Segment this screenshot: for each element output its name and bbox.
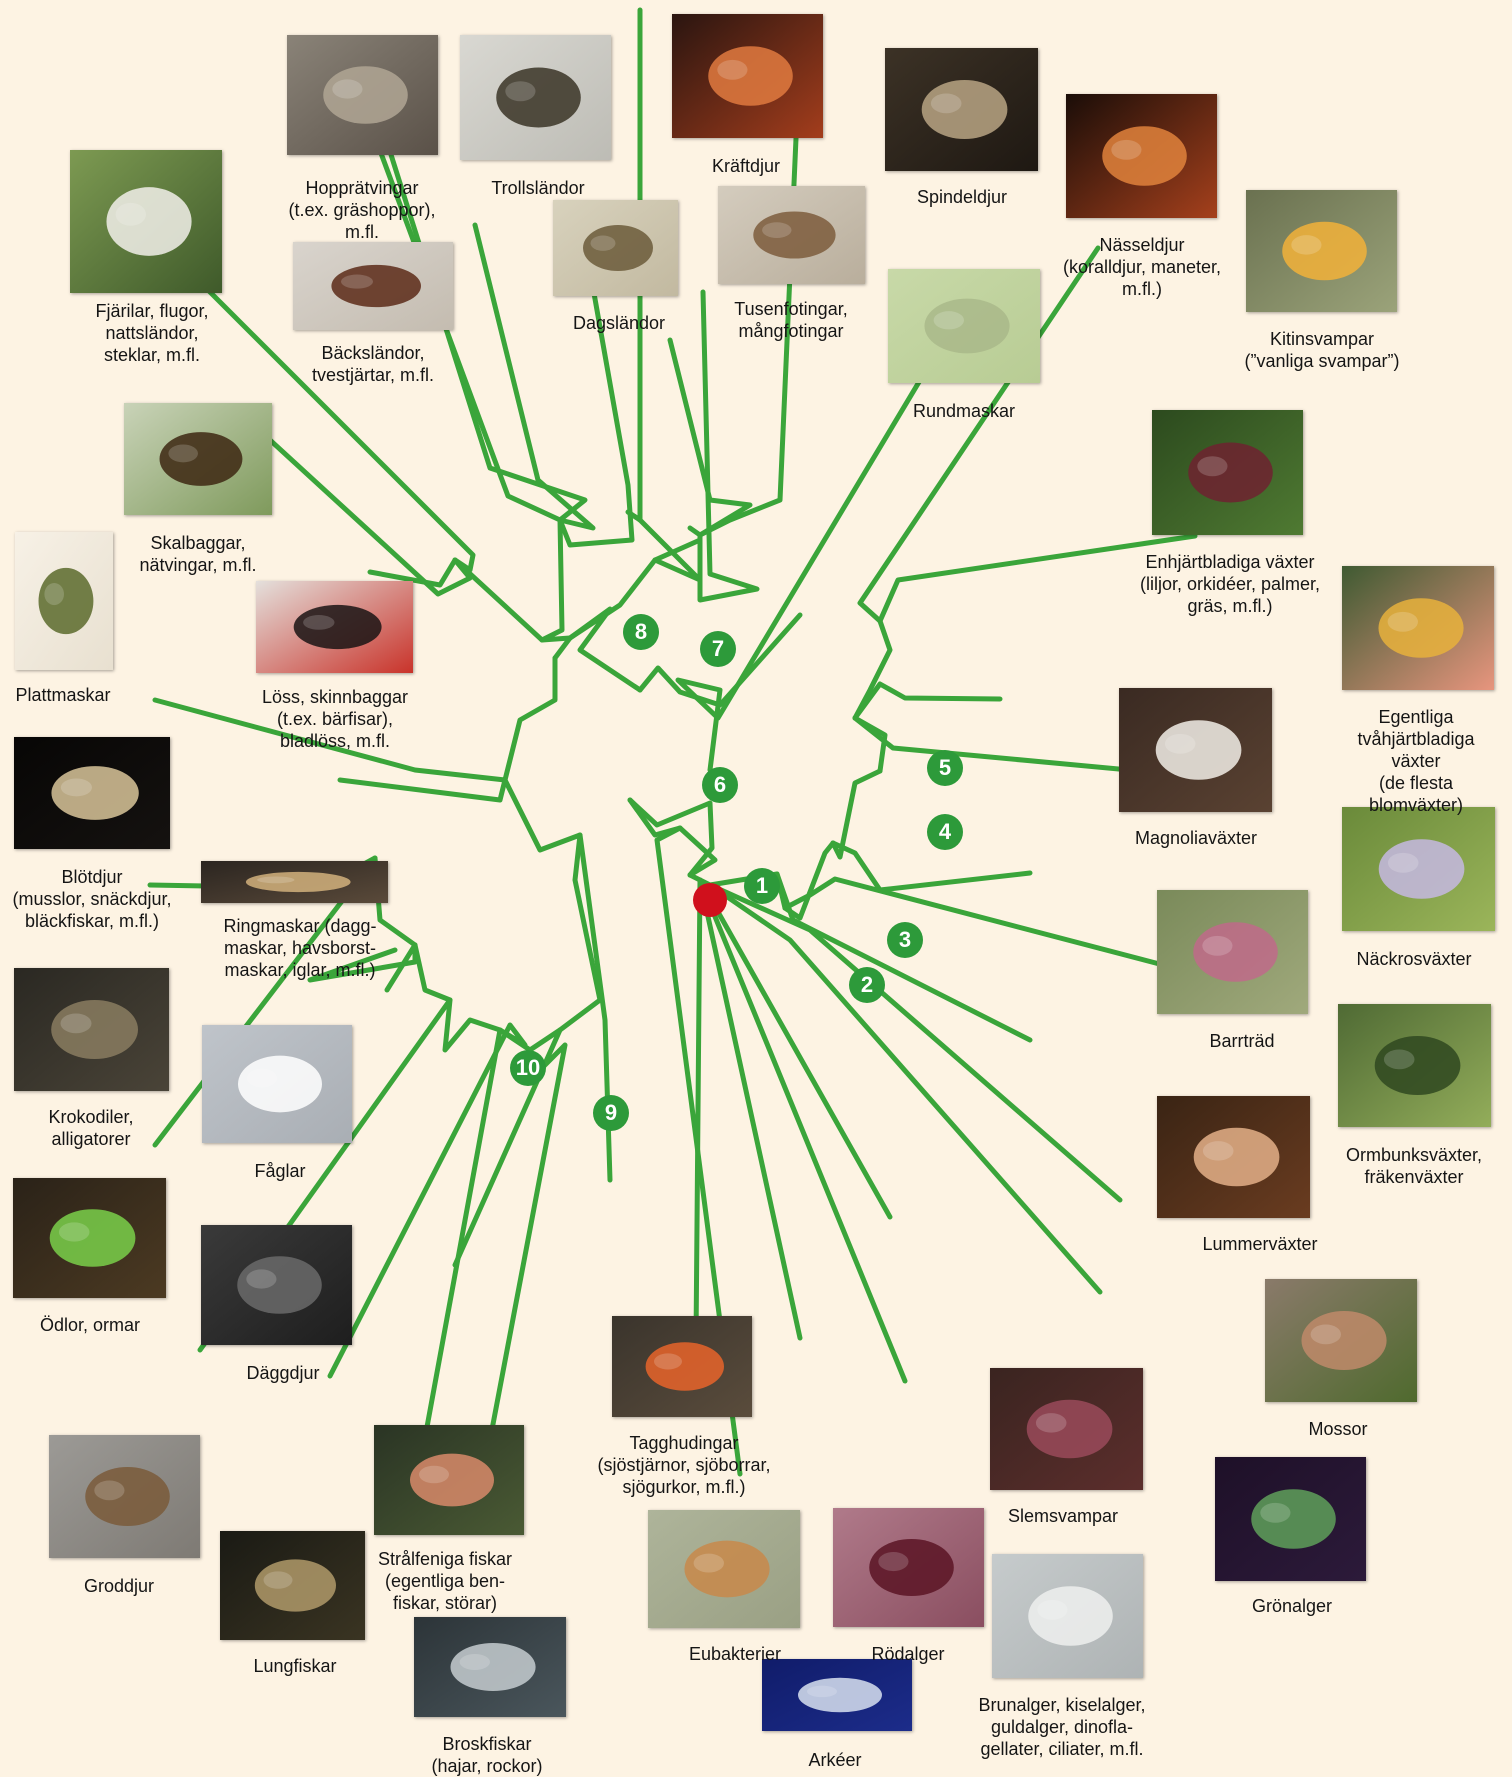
flower-photo bbox=[1342, 566, 1494, 690]
group-label-spindeldjur: Spindeldjur bbox=[917, 186, 1007, 208]
group-label-fjarilar: Fjärilar, flugor, nattsländor, steklar, … bbox=[95, 300, 208, 366]
bristleworm-photo bbox=[201, 861, 388, 903]
earwig-photo bbox=[293, 242, 453, 330]
millipede-photo bbox=[718, 186, 865, 284]
group-label-blotdjur: Blötdjur (musslor, snäckdjur, bläckfiska… bbox=[12, 866, 171, 932]
roundworm-photo bbox=[888, 269, 1040, 383]
grasshopper-photo bbox=[287, 35, 438, 155]
group-label-hoppratvingar: Hopprätvingar (t.ex. gräshoppor), m.fl. bbox=[288, 177, 435, 243]
group-label-gronalger: Grönalger bbox=[1252, 1595, 1332, 1617]
diatom-photo bbox=[992, 1554, 1143, 1678]
archaea-photo bbox=[762, 1659, 912, 1731]
greenalgae-photo bbox=[1215, 1457, 1366, 1581]
group-label-daggdjur: Däggdjur bbox=[246, 1362, 319, 1384]
redalgae-photo bbox=[833, 1508, 984, 1627]
fish-photo bbox=[374, 1425, 524, 1535]
group-label-faglar: Fåglar bbox=[254, 1160, 305, 1182]
node-10: 10 bbox=[510, 1050, 546, 1086]
node-2: 2 bbox=[849, 967, 885, 1003]
group-label-loss: Löss, skinnbaggar (t.ex. bärfisar), blad… bbox=[262, 686, 408, 752]
jellyfish-photo bbox=[1066, 94, 1217, 218]
starfish-photo bbox=[612, 1316, 752, 1417]
snail-shell-photo bbox=[14, 737, 170, 849]
node-5: 5 bbox=[927, 750, 963, 786]
flatworm-photo bbox=[15, 532, 113, 670]
spider-photo bbox=[885, 48, 1038, 171]
group-label-lummer: Lummerväxter bbox=[1202, 1233, 1317, 1255]
group-label-broskfiskar: Broskfiskar (hajar, rockor) bbox=[431, 1733, 542, 1777]
group-label-arkeer: Arkéer bbox=[808, 1749, 861, 1771]
bacteria-photo bbox=[648, 1510, 800, 1628]
group-label-ringmaskar: Ringmaskar (dagg- maskar, havsborst- mas… bbox=[223, 915, 376, 981]
node-1: 1 bbox=[744, 868, 780, 904]
group-label-rodalger: Rödalger bbox=[871, 1643, 944, 1665]
node-9: 9 bbox=[593, 1095, 629, 1131]
crocodile-photo bbox=[14, 968, 169, 1091]
group-label-stralfeniga: Strålfeniga fiskar (egentliga ben- fiska… bbox=[378, 1548, 512, 1614]
group-label-tagghudingar: Tagghudingar (sjöstjärnor, sjöborrar, sj… bbox=[597, 1432, 770, 1498]
gorilla-photo bbox=[201, 1225, 352, 1345]
group-label-barrtrad: Barrträd bbox=[1209, 1030, 1274, 1052]
magnolia-photo bbox=[1119, 688, 1272, 812]
moss-photo bbox=[1265, 1279, 1417, 1402]
beetle-photo bbox=[124, 403, 272, 515]
dragonfly-photo bbox=[460, 35, 611, 160]
bug-photo bbox=[256, 581, 413, 673]
waterlily-photo bbox=[1342, 807, 1495, 931]
group-label-kitinsvampar: Kitinsvampar (”vanliga svampar”) bbox=[1244, 328, 1399, 372]
group-label-trollslandor: Trollsländor bbox=[491, 177, 584, 199]
group-label-odlor: Ödlor, ormar bbox=[40, 1314, 140, 1336]
lungfish-photo bbox=[220, 1531, 365, 1640]
butterfly-photo bbox=[70, 150, 222, 293]
node-4: 4 bbox=[927, 814, 963, 850]
group-label-skalbaggar: Skalbaggar, nätvingar, m.fl. bbox=[139, 532, 256, 576]
mayfly-photo bbox=[553, 200, 678, 296]
group-label-lungfiskar: Lungfiskar bbox=[253, 1655, 336, 1677]
group-label-groddjur: Groddjur bbox=[84, 1575, 154, 1597]
group-label-kraftdjur: Kräftdjur bbox=[712, 155, 780, 177]
group-label-tvahjartbladiga: Egentliga tvåhjärtbladiga växter (de fle… bbox=[1357, 706, 1474, 816]
group-label-rundmaskar: Rundmaskar bbox=[913, 400, 1015, 422]
group-label-ormbunk: Ormbunksväxter, fräkenväxter bbox=[1346, 1144, 1482, 1188]
group-label-dagslandor: Dagsländor bbox=[573, 312, 665, 334]
root-node bbox=[693, 883, 727, 917]
group-label-magnolia: Magnoliaväxter bbox=[1135, 827, 1257, 849]
group-label-nackros: Näckrosväxter bbox=[1356, 948, 1471, 970]
group-label-backslandor: Bäcksländor, tvestjärtar, m.fl. bbox=[312, 342, 434, 386]
node-8: 8 bbox=[623, 614, 659, 650]
group-label-tusenfotingar: Tusenfotingar, mångfotingar bbox=[734, 298, 847, 342]
mushroom-photo bbox=[1246, 190, 1397, 312]
group-label-krokodiler: Krokodiler, alligatorer bbox=[48, 1106, 133, 1150]
group-label-nasseldjur: Nässeldjur (koralldjur, maneter, m.fl.) bbox=[1063, 234, 1221, 300]
node-6: 6 bbox=[702, 767, 738, 803]
slimemold-photo bbox=[990, 1368, 1143, 1490]
group-label-brunalger: Brunalger, kiselalger, guldalger, dinofl… bbox=[978, 1694, 1145, 1760]
orchid-photo bbox=[1152, 410, 1303, 535]
gull-photo bbox=[202, 1025, 352, 1143]
clubmoss-photo bbox=[1157, 1096, 1310, 1218]
group-label-mossor: Mossor bbox=[1308, 1418, 1367, 1440]
snake-photo bbox=[13, 1178, 166, 1298]
group-label-slemsvampar: Slemsvampar bbox=[1008, 1505, 1118, 1527]
crab-photo bbox=[672, 14, 823, 138]
shark-photo bbox=[414, 1617, 566, 1717]
toad-photo bbox=[49, 1435, 200, 1558]
group-label-enhjartbladiga: Enhjärtbladiga växter (liljor, orkidéer,… bbox=[1140, 551, 1320, 617]
conifer-photo bbox=[1157, 890, 1308, 1014]
group-label-eubakterier: Eubakterier bbox=[689, 1643, 781, 1665]
node-7: 7 bbox=[700, 631, 736, 667]
node-3: 3 bbox=[887, 922, 923, 958]
group-label-plattmaskar: Plattmaskar bbox=[15, 684, 110, 706]
fern-photo bbox=[1338, 1004, 1491, 1127]
